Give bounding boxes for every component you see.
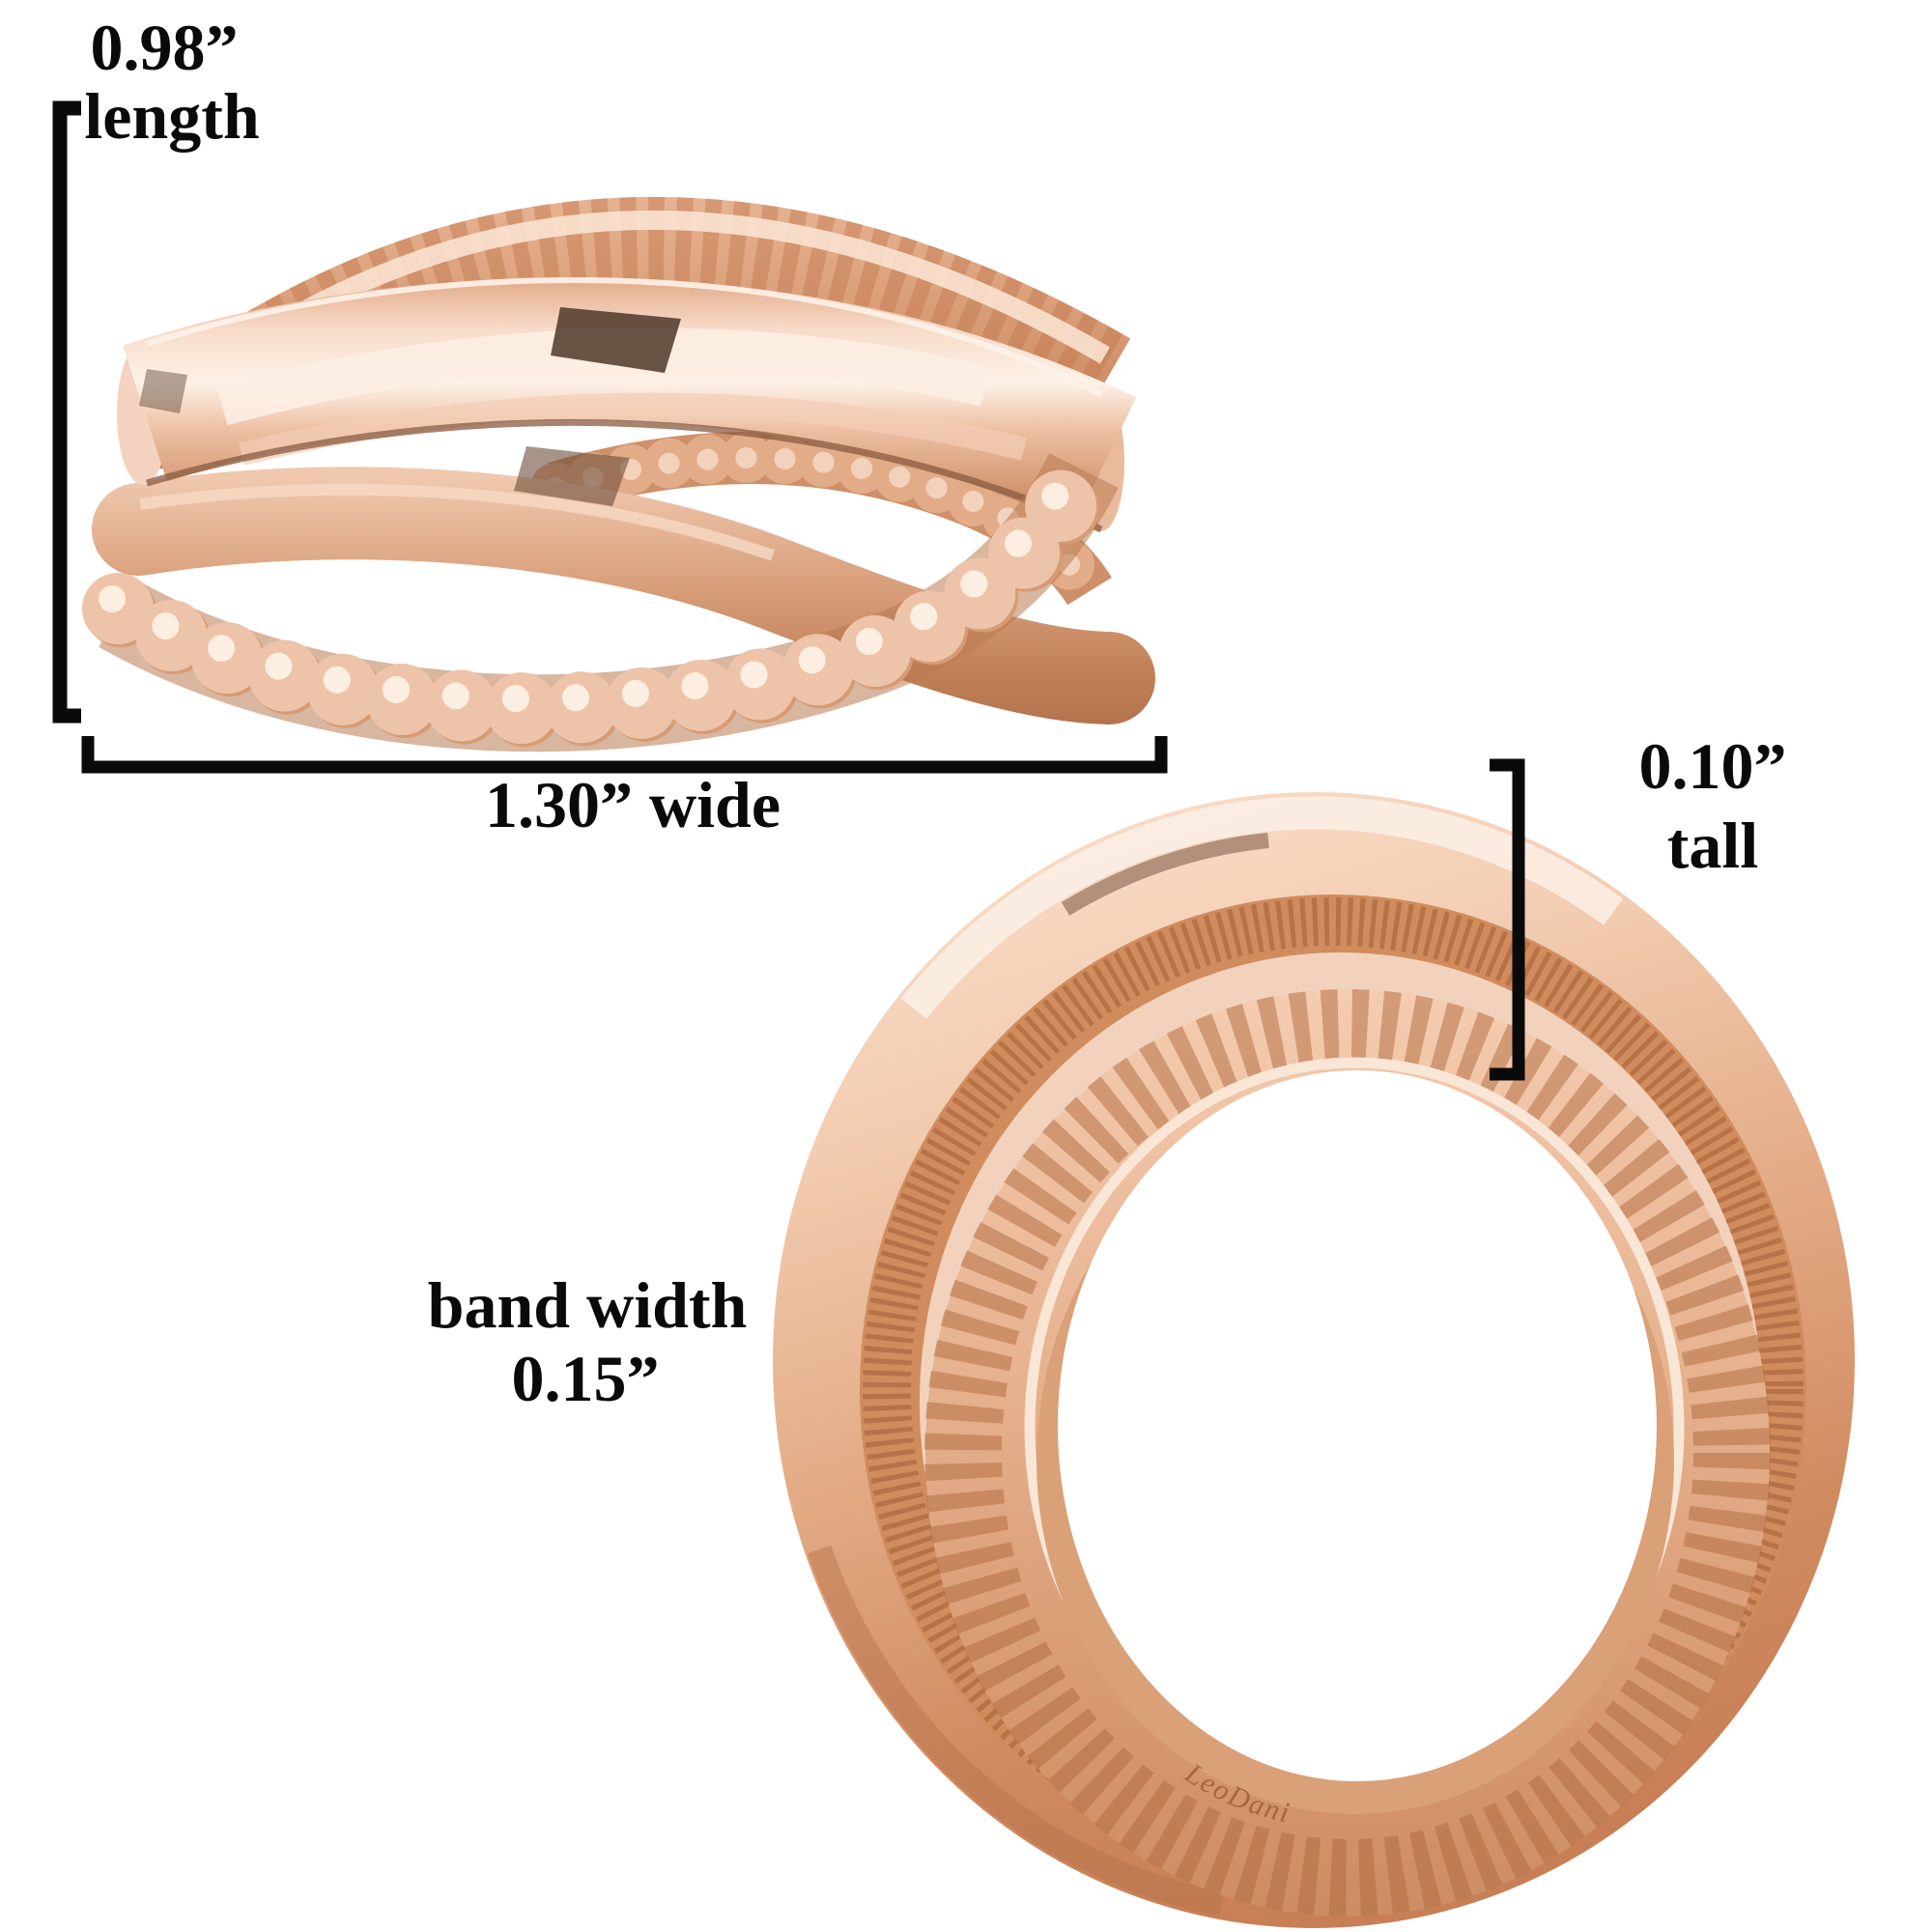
band-width-value: 0.15” — [512, 1342, 660, 1415]
outer-band-dark-streak — [1061, 833, 1269, 916]
outer-band-lower-shade — [807, 1545, 1225, 1917]
beaded-band — [82, 430, 1122, 753]
main-polished-band — [117, 277, 1137, 533]
dimension-width: 1.30” wide — [81, 736, 1168, 841]
fluted-band-ribs — [924, 989, 1771, 1917]
height-dimension-line — [1490, 758, 1525, 1081]
dimension-height: 0.10” tall — [1490, 729, 1787, 1081]
height-label: tall — [1667, 809, 1758, 882]
dimension-band-width: band width 0.15” — [428, 1268, 748, 1415]
length-bracket-line — [52, 100, 81, 724]
band-width-label: band width — [428, 1268, 748, 1342]
stippled-band-texture — [863, 897, 1804, 1881]
ring-hole — [1058, 1070, 1657, 1781]
height-value: 0.10” — [1639, 729, 1787, 803]
lower-polished-band — [92, 467, 1155, 724]
outer-band-highlight — [900, 796, 1624, 1019]
length-value: 0.98” — [91, 11, 239, 84]
length-label: length — [84, 79, 259, 153]
dimension-length: 0.98” length — [52, 11, 260, 724]
ring-front-view: LeoDani — [773, 792, 1855, 1928]
width-dimension-line — [81, 736, 1168, 774]
ring-side-view — [82, 196, 1155, 753]
width-value: 1.30” wide — [485, 768, 781, 841]
